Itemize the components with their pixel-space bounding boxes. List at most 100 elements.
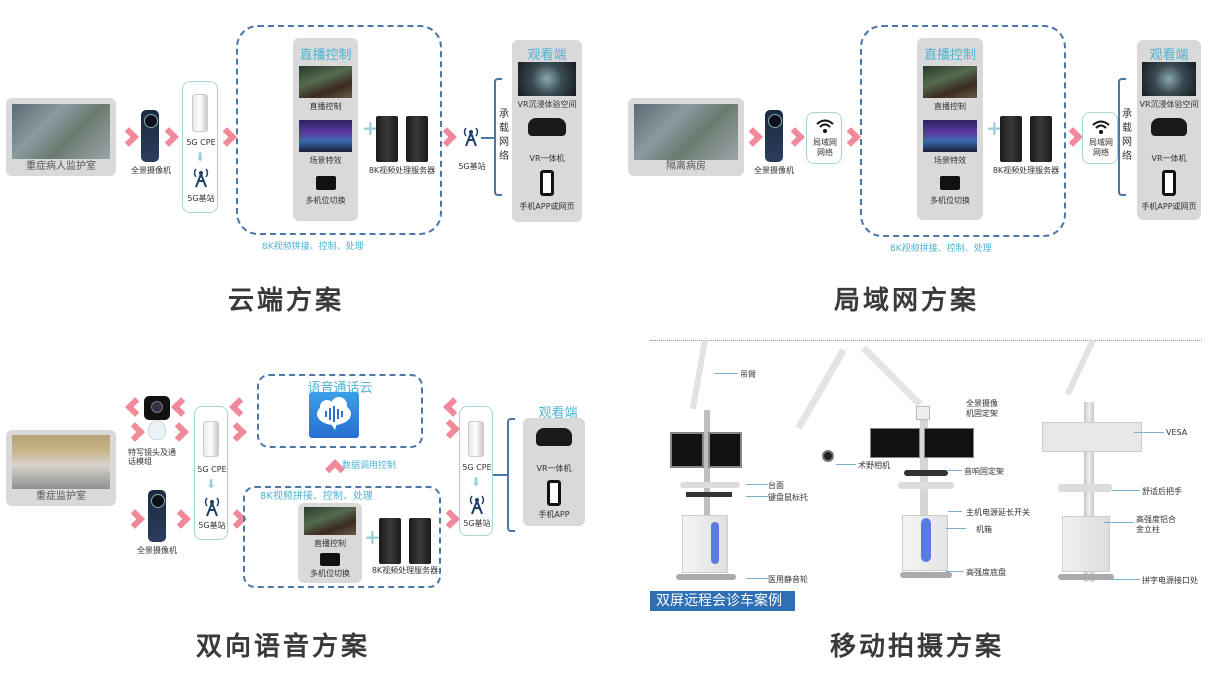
plus-icon: + [362,116,379,140]
vr-headset-icon [528,118,566,136]
cart-callout-line: 全景摄像 [966,399,998,408]
callout-line [1134,432,1164,433]
source-room-label: 重症病人监护室 [26,161,96,172]
monitor-left [870,428,920,458]
panoramic-camera-icon [765,110,783,162]
viewer-item-label: VR一体机 [1151,154,1187,163]
live-control-panel: 直播控制 直播控制 场景特效 多机位切换 [917,38,983,220]
live-control-panel: 直播控制 直播控制 场景特效 多机位切换 [293,38,358,221]
arrow-left-icon [232,400,246,414]
lan-network-box: 局域网 网络 [806,112,842,164]
cart-callout: 术野相机 [858,461,890,470]
vtext-char: 网 [1122,137,1132,148]
lan-label: 网络 [817,148,833,157]
closeup-camera-label: 特写镜头及通 话模组 [128,448,176,466]
source-room-label: 重症监护室 [36,491,86,502]
arrow-down-icon: ⬇ [195,150,206,164]
control-item-label: 多机位切换 [305,196,346,205]
arrow-right-icon [443,512,457,526]
arrow-right-icon [128,425,142,439]
callout-line [946,571,964,572]
network-bracket [1118,78,1126,196]
live-control-header: 直播控制 [299,48,352,63]
arrow-right-icon [122,130,136,144]
cell-tower-icon [461,125,481,147]
arrow-right-icon [174,512,188,526]
cart-callout: 音响固定架 [964,467,1004,476]
control-item-label: 场景特效 [934,156,966,165]
vr-experience-photo [518,62,576,96]
cart-callout: VESA [1166,428,1188,437]
closeup-camera-icon [144,396,170,420]
cart-surgical [795,340,974,590]
lan-network-box: 局域网 网络 [1082,112,1118,164]
viewer-panel: 观看端 VR沉浸体验空间 VR一体机 手机APP或网页 [1137,40,1201,220]
viewer-item-label: 手机APP [538,510,570,519]
control-item-label: 直播控制 [314,539,346,548]
vtext-char: 络 [1122,151,1132,162]
server-icon [409,518,431,564]
server-label: 8K视频处理服务器 [992,166,1060,175]
bearer-network-label: 承 载 网 络 [498,108,510,164]
plus-icon: + [364,525,381,549]
voice-cloud-icon [309,392,359,438]
viewer-item-label: VR沉浸体验空间 [517,100,577,109]
lan-label: 网络 [1093,148,1109,157]
arrow-up-icon [328,462,342,476]
panel-title-cloud: 云端方案 [228,286,345,316]
callout-line [714,373,738,374]
bearer-network-label: 承 载 网 络 [1121,108,1133,164]
cart-callout: 拼字电源接口处 [1142,576,1198,585]
cpe-router-icon [468,421,484,457]
server-label: 8K视频处理服务器 [371,566,439,575]
plus-icon: + [986,116,1003,140]
isolation-ward-photo [634,104,738,160]
cart-callout: 医用静音轮 [768,575,808,584]
vtext-char: 载 [1122,123,1132,134]
connector-line [481,137,495,139]
callout-line [1112,490,1140,491]
wifi-icon [816,119,834,137]
smartphone-icon [547,480,561,506]
processing-caption: 8K视频拼接、控制、处理 [262,242,364,252]
arrow-right-icon [128,512,142,526]
cart-vesa [1040,338,1142,590]
arrow-right-icon [1066,130,1080,144]
viewer-item-label: 手机APP或网页 [1141,202,1197,211]
cell-tower-icon [467,493,487,515]
arrow-right-icon [788,130,802,144]
desk-top [898,482,954,489]
boom-arm [795,348,847,430]
cart-base [900,572,952,578]
panoramic-camera-icon [141,110,159,162]
cart-base [1058,574,1114,580]
desk-top [680,482,740,488]
camera-label: 全景摄像机 [754,166,794,175]
control-item-label: 直播控制 [309,102,342,111]
callout-line [746,496,768,497]
arrow-right-icon [220,130,234,144]
server-icon [406,116,428,162]
arrow-right-icon [172,425,186,439]
panoramic-mount [916,406,930,420]
closeup-label-line: 话模组 [128,457,152,467]
viewer-item-label: 手机APP或网页 [519,202,575,211]
cart-callout-line: 机固定架 [966,408,998,418]
tower-label: 5G基站 [458,162,486,171]
processing-caption: 8K视频拼接、控制、处理 [260,491,373,502]
panoramic-camera-icon [148,490,166,542]
cart-callout: 吊臂 [740,370,756,379]
vtext-char: 承 [499,109,509,120]
case-banner: 双屏远程会诊车案例 [650,591,795,611]
smartphone-icon [540,170,554,196]
data-call-label: 数据调用控制 [342,461,397,471]
monitor-right [924,428,974,458]
monitor-left [670,432,704,468]
arrow-right-icon [844,130,858,144]
panel-title-lan: 局域网方案 [834,286,980,316]
handle-tray [1058,484,1112,492]
cart-callout: 高强度底盘 [966,568,1006,577]
source-room-card: 重症病人监护室 [6,98,116,176]
cart-callout: 舒适后把手 [1142,487,1182,496]
control-item-label: 直播控制 [934,102,966,111]
